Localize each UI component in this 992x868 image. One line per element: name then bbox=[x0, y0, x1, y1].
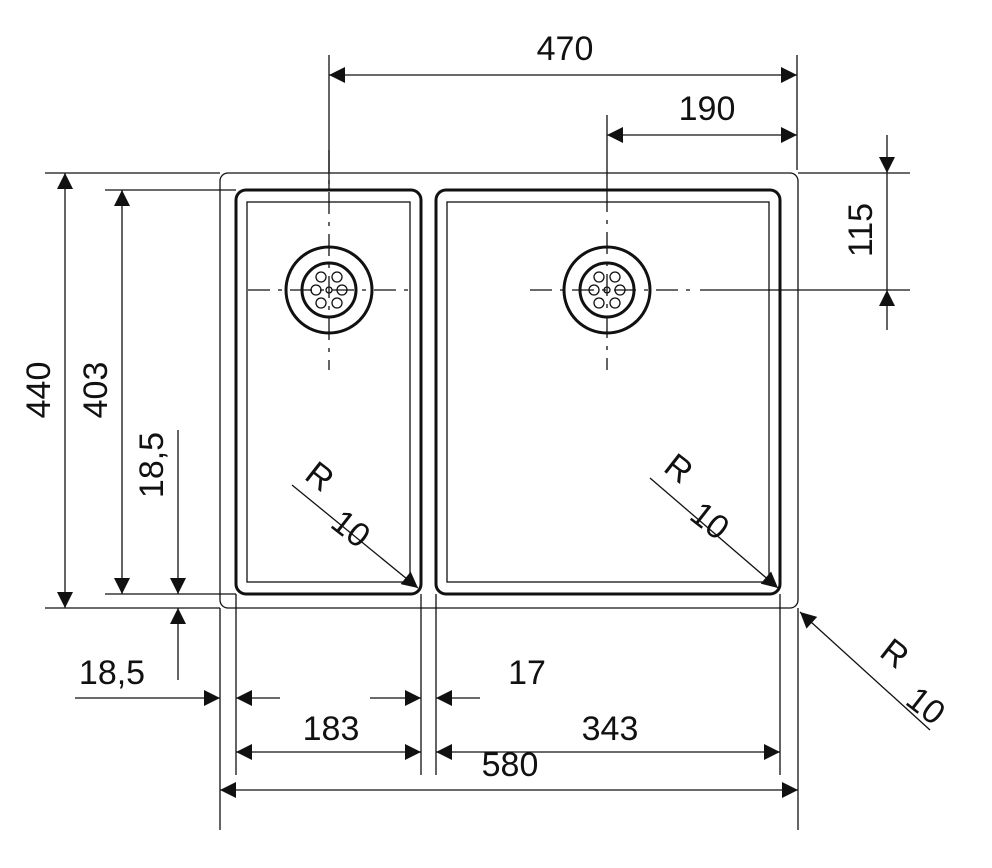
radius-label-right-r: R bbox=[657, 446, 700, 491]
label-440: 440 bbox=[20, 362, 58, 419]
label-343: 343 bbox=[582, 710, 639, 748]
dimension-lines bbox=[57, 67, 931, 798]
label-18-5-vertical: 18,5 bbox=[133, 432, 171, 498]
right-drain-icon bbox=[530, 190, 690, 370]
radius-leader-left bbox=[291, 484, 419, 589]
radius-label-left-r: R bbox=[298, 454, 341, 499]
label-183: 183 bbox=[303, 710, 360, 748]
label-580: 580 bbox=[482, 746, 539, 784]
left-drain-icon bbox=[248, 150, 410, 370]
label-403: 403 bbox=[77, 362, 115, 419]
radius-leader-right bbox=[649, 477, 779, 589]
right-bowl bbox=[434, 188, 782, 596]
label-18-5-horizontal: 18,5 bbox=[79, 654, 145, 692]
label-115: 115 bbox=[842, 203, 880, 257]
radius-leader-corner bbox=[799, 611, 931, 731]
label-470: 470 bbox=[537, 30, 594, 68]
radius-label-right-value: 10 bbox=[683, 494, 736, 547]
label-17: 17 bbox=[508, 654, 546, 692]
radius-label-corner-value: 10 bbox=[899, 679, 952, 732]
label-190: 190 bbox=[679, 90, 736, 128]
radius-label-corner-r: R bbox=[873, 631, 916, 676]
